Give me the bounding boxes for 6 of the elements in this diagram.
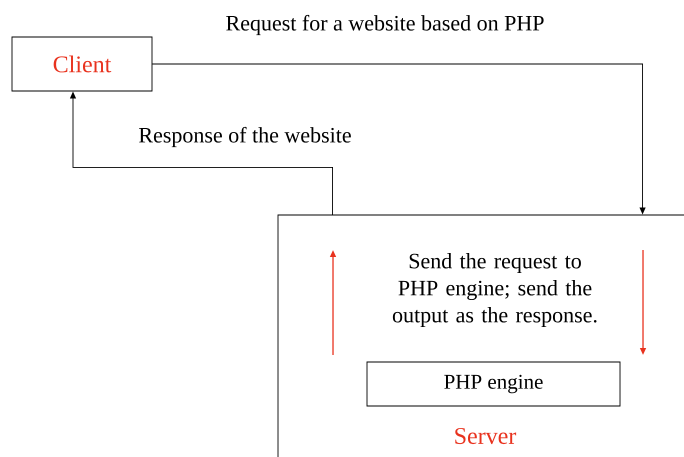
edge-label: Response of the website bbox=[137, 126, 353, 148]
description-text: Send the request to PHP engine; send the output as the response. bbox=[392, 253, 596, 327]
server-label: Server bbox=[455, 428, 516, 444]
edge-label: Request for a website based on PHP bbox=[224, 14, 546, 36]
engine-box: PHP engine bbox=[366, 362, 620, 406]
client-box: Client bbox=[12, 36, 152, 92]
